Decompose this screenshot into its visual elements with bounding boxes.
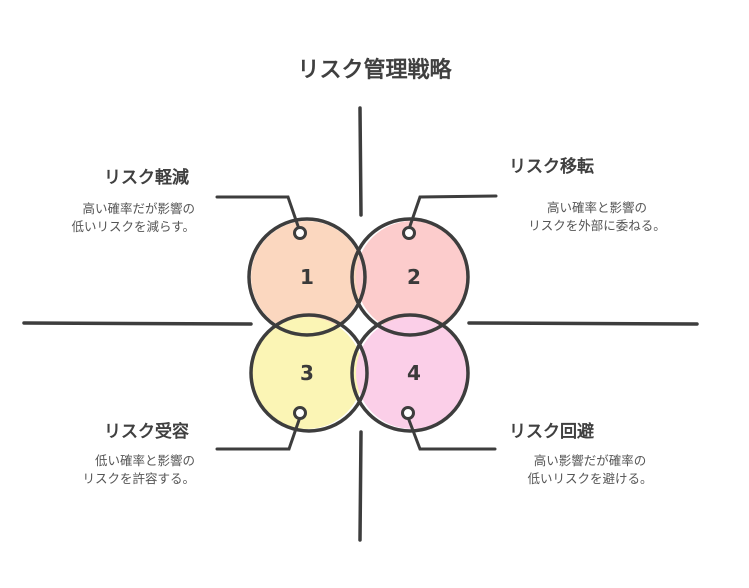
leader-2 xyxy=(408,194,498,228)
circle-fill-3 xyxy=(251,317,363,429)
circle-outline-1 xyxy=(247,217,367,337)
quadrant-number-1: 1 xyxy=(300,265,314,289)
circle-fill-4 xyxy=(356,317,468,429)
quadrant-number-4: 4 xyxy=(407,361,421,385)
circle-outline-4 xyxy=(350,313,470,433)
heading-risk-acceptance: リスク受容 xyxy=(104,422,189,442)
circle-outline-3 xyxy=(249,313,369,433)
heading-risk-mitigation: リスク軽減 xyxy=(104,168,189,188)
leader-3 xyxy=(215,418,301,451)
leader-1 xyxy=(215,195,300,228)
quadrant-number-2: 2 xyxy=(407,265,421,289)
desc-line: 低い確率と影響の xyxy=(94,453,195,468)
desc-line: リスクを外部に委ねる。 xyxy=(528,218,666,233)
diagram-title: リスク管理戦略 xyxy=(297,58,452,83)
leader-4 xyxy=(407,418,497,451)
desc-line: 高い確率だが影響の xyxy=(82,201,195,216)
heading-risk-transfer: リスク移転 xyxy=(509,157,594,177)
circle-fill-2 xyxy=(356,221,468,333)
axis-bottom xyxy=(358,430,363,542)
anchor-dot-2 xyxy=(402,226,416,240)
desc-line: 高い確率と影響の xyxy=(546,200,647,215)
desc-line: 低いリスクを減らす。 xyxy=(71,219,195,234)
heading-risk-avoidance: リスク回避 xyxy=(509,422,594,442)
desc-risk-avoidance: 高い影響だが確率の 低いリスクを避ける。 xyxy=(490,452,690,488)
circle-fill-1 xyxy=(251,221,363,333)
anchor-dot-4 xyxy=(401,406,415,420)
axis-top xyxy=(358,106,363,217)
circle-outline-2 xyxy=(350,217,470,337)
desc-line: リスクを許容する。 xyxy=(82,471,195,486)
axis-left xyxy=(22,321,253,326)
quadrant-number-3: 3 xyxy=(300,361,314,385)
desc-risk-mitigation: 高い確率だが影響の 低いリスクを減らす。 xyxy=(40,200,195,236)
desc-risk-acceptance: 低い確率と影響の リスクを許容する。 xyxy=(40,452,195,488)
anchor-dot-1 xyxy=(293,226,307,240)
desc-line: 高い影響だが確率の xyxy=(533,453,647,468)
desc-risk-transfer: 高い確率と影響の リスクを外部に委ねる。 xyxy=(497,199,697,235)
anchor-dot-3 xyxy=(293,406,307,420)
desc-line: 低いリスクを避ける。 xyxy=(527,471,653,486)
axis-right xyxy=(467,321,699,326)
